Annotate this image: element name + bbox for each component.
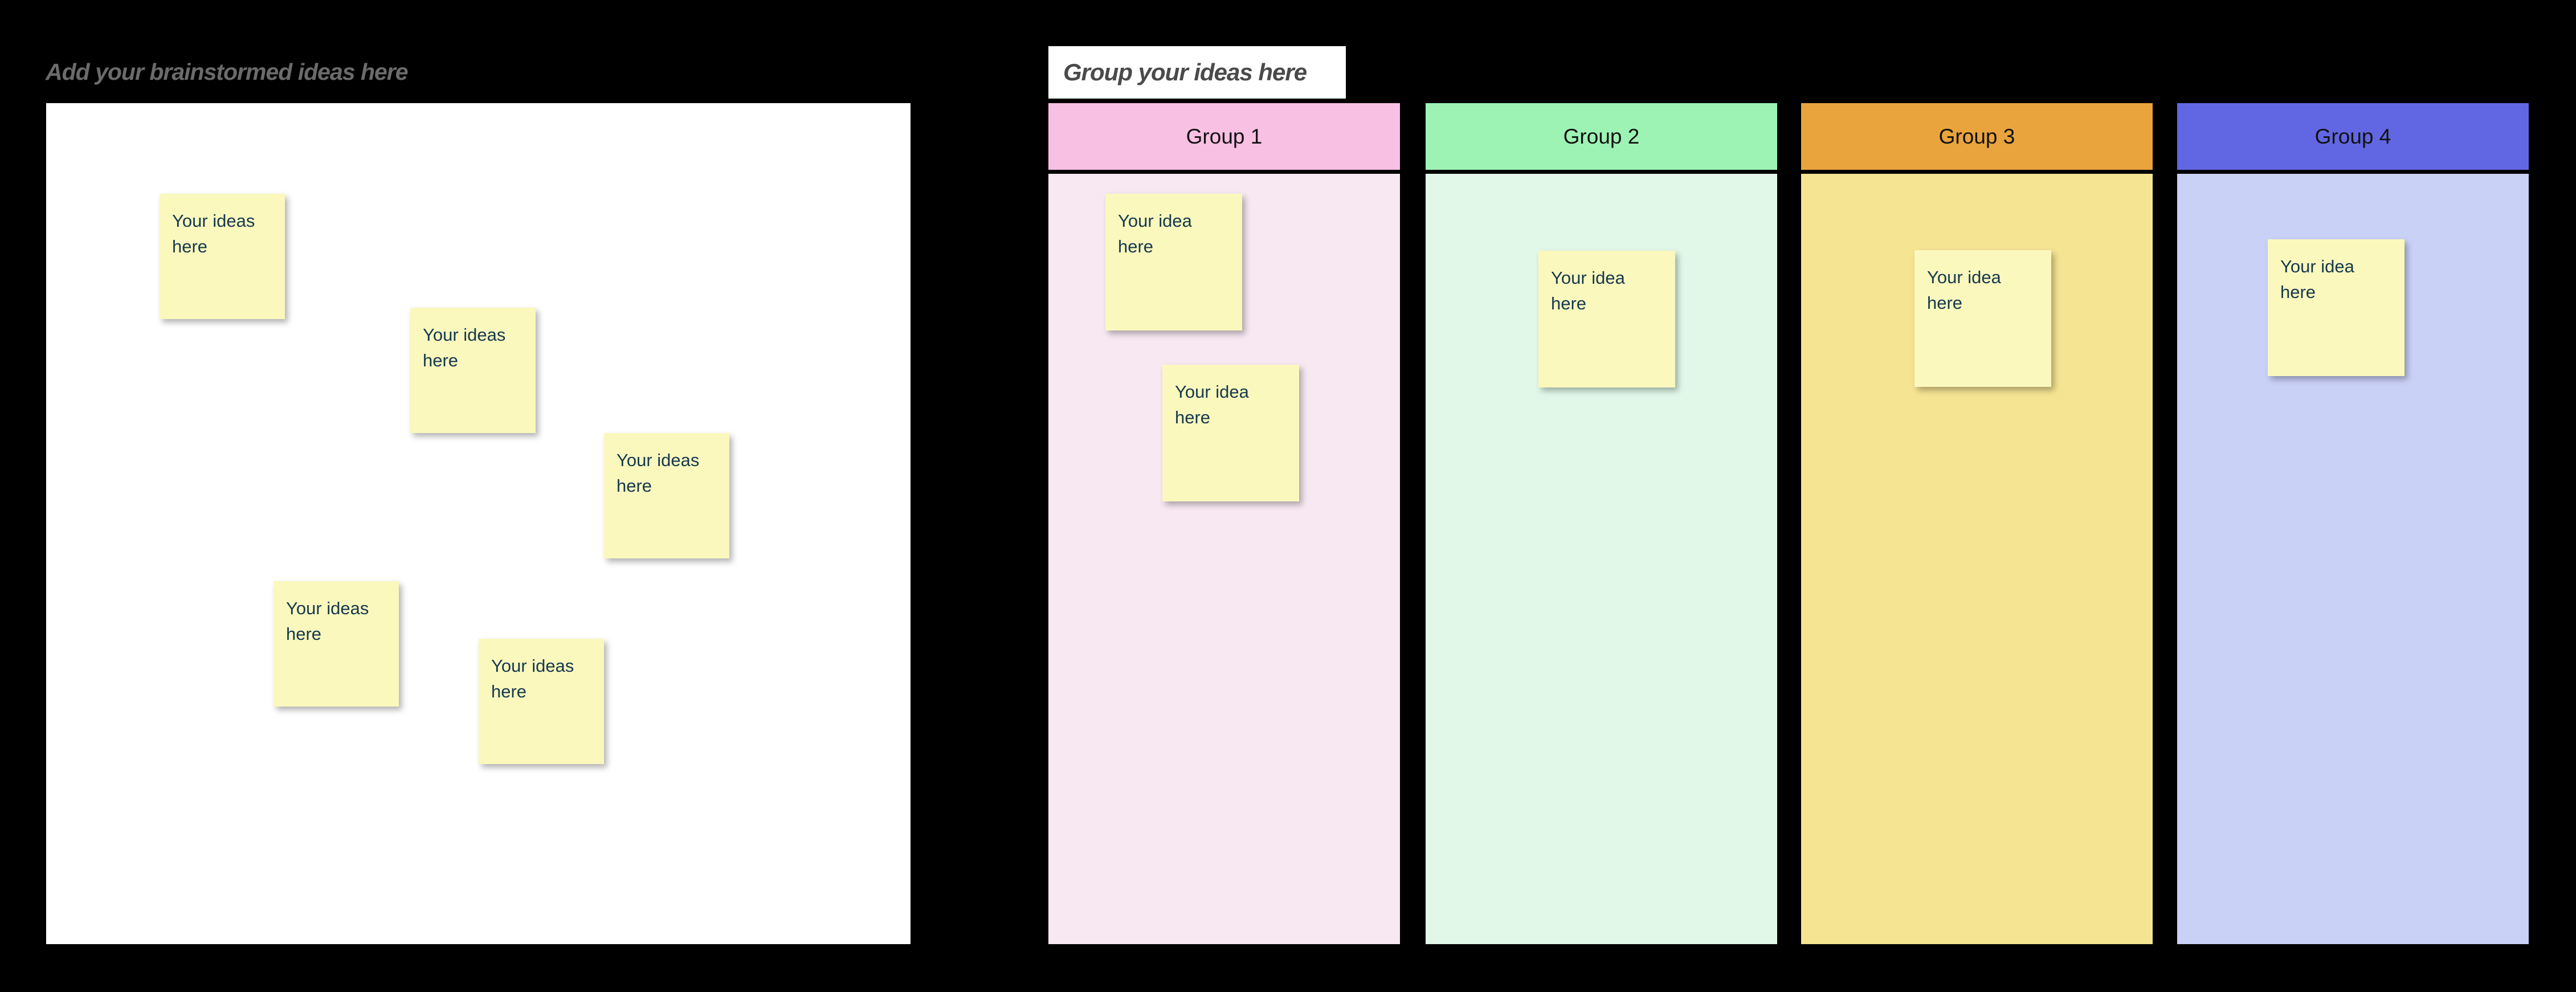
sticky-note[interactable]: Your idea here <box>1105 194 1242 330</box>
group-4-header[interactable]: Group 4 <box>2177 103 2529 174</box>
group-1-header[interactable]: Group 1 <box>1048 103 1400 174</box>
group-column-3: Group 3 Your idea here <box>1801 103 2153 944</box>
sticky-note[interactable]: Your ideas here <box>604 433 729 558</box>
group-2-drop-area[interactable]: Your idea here <box>1426 174 1777 944</box>
sticky-note-text: Your ideas here <box>172 211 255 256</box>
group-1-drop-area[interactable]: Your idea here Your idea here <box>1048 174 1400 944</box>
group-2-header[interactable]: Group 2 <box>1426 103 1777 174</box>
group-4-drop-area[interactable]: Your idea here <box>2177 174 2529 944</box>
group-3-header[interactable]: Group 3 <box>1801 103 2153 174</box>
brainstorm-section-title: Add your brainstormed ideas here <box>46 59 409 85</box>
sticky-note-text: Your ideas here <box>491 656 574 701</box>
sticky-note[interactable]: Your idea here <box>1538 251 1675 387</box>
sticky-note-text: Your idea here <box>1118 211 1192 256</box>
sticky-note[interactable]: Your idea here <box>1914 250 2051 387</box>
grouping-section-title: Group your ideas here <box>1048 46 1346 99</box>
sticky-note[interactable]: Your ideas here <box>273 581 399 707</box>
sticky-note-text: Your ideas here <box>286 598 369 644</box>
sticky-note-text: Your idea here <box>2280 256 2354 302</box>
sticky-note-text: Your ideas here <box>617 450 700 496</box>
group-3-drop-area[interactable]: Your idea here <box>1801 174 2153 944</box>
sticky-note[interactable]: Your idea here <box>2268 239 2404 376</box>
group-column-4: Group 4 Your idea here <box>2177 103 2529 944</box>
sticky-note-text: Your idea here <box>1927 267 2001 313</box>
brainstorm-board[interactable]: Your ideas here Your ideas here Your ide… <box>46 103 911 944</box>
group-column-2: Group 2 Your idea here <box>1426 103 1777 944</box>
sticky-note[interactable]: Your ideas here <box>479 639 604 764</box>
sticky-note-text: Your idea here <box>1175 382 1249 427</box>
group-column-1: Group 1 Your idea here Your idea here <box>1048 103 1400 944</box>
sticky-note[interactable]: Your idea here <box>1162 365 1299 501</box>
sticky-note-text: Your ideas here <box>423 325 506 370</box>
sticky-note-text: Your idea here <box>1551 268 1625 313</box>
sticky-note[interactable]: Your ideas here <box>410 308 536 433</box>
sticky-note[interactable]: Your ideas here <box>160 194 285 319</box>
